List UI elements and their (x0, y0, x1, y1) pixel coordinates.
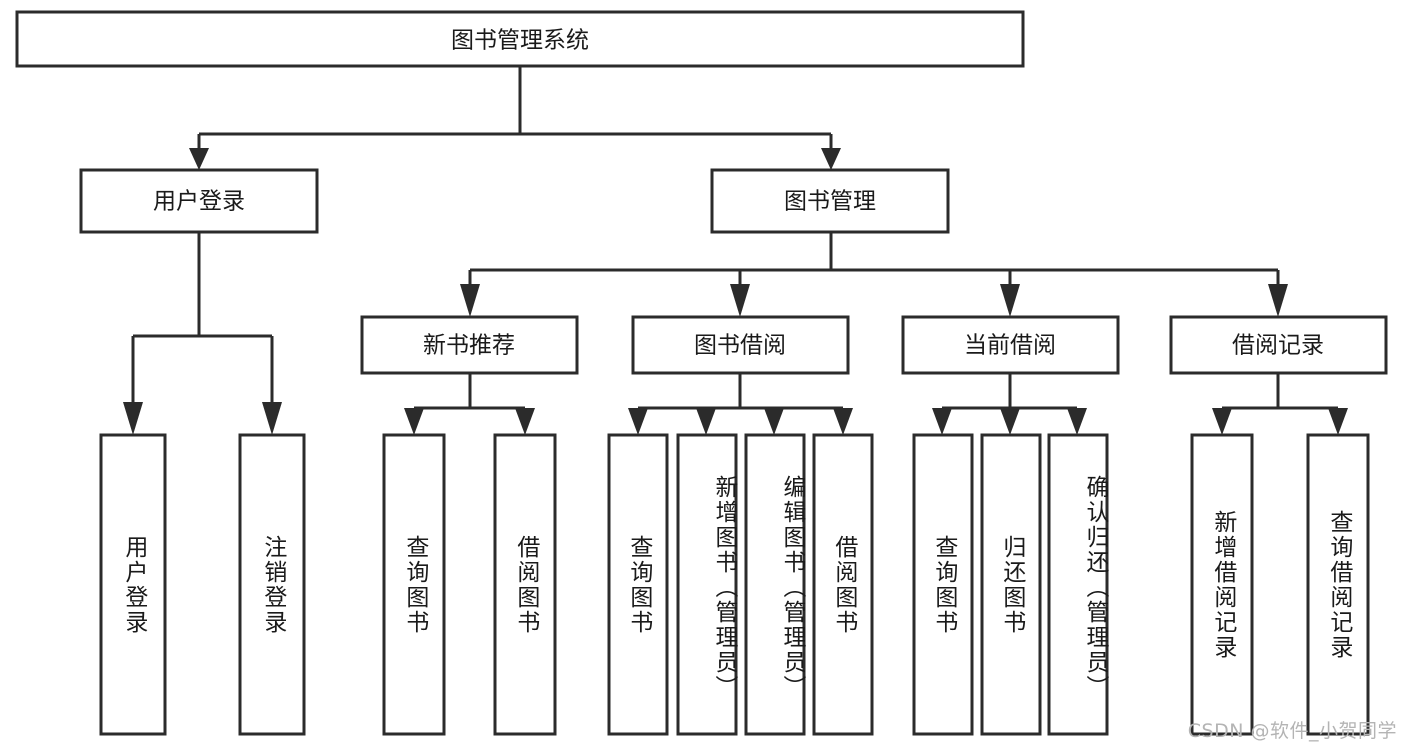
leaf-box-user-login[interactable] (99, 433, 167, 736)
arrowhead-book-borrow (730, 284, 750, 317)
arrowhead-user-login (189, 148, 209, 170)
arrowhead-currentborrow-leaf-2 (1067, 408, 1087, 435)
node-book-borrow-box[interactable] (631, 315, 850, 375)
arrowhead-book-manage (821, 148, 841, 170)
connector-borrow-record-to-leaves (1212, 373, 1348, 435)
node-user-login-label: 用户登录 (153, 189, 245, 215)
leaf-box-br-add-record[interactable] (1190, 433, 1254, 736)
node-book-manage-label: 图书管理 (784, 189, 876, 215)
arrowhead-current-borrow (1000, 284, 1020, 317)
node-book-borrow-label: 图书借阅 (694, 333, 786, 359)
node-current-borrow-box[interactable] (901, 315, 1120, 375)
connector-current-borrow-to-leaves (932, 373, 1087, 435)
arrowhead-new-book (460, 284, 480, 317)
connector-book-manage-to-level3 (460, 232, 1288, 317)
leaf-box-cb-query-book[interactable] (912, 433, 974, 736)
leaf-box-nb-borrow-book[interactable] (493, 433, 557, 736)
node-book-borrow[interactable]: 图书借阅 (631, 315, 850, 375)
arrowhead-borrowrecord-leaf-1 (1328, 408, 1348, 435)
arrowhead-currentborrow-leaf-0 (932, 408, 952, 435)
node-root-label: 图书管理系统 (451, 28, 589, 54)
leaf-box-bb-edit-book[interactable] (744, 433, 806, 736)
node-root[interactable]: 图书管理系统 (15, 10, 1025, 68)
node-new-book-recommend-label: 新书推荐 (423, 333, 515, 359)
arrowhead-leaf-user-login (123, 402, 143, 435)
arrowhead-newbook-leaf-1 (515, 408, 535, 435)
arrowhead-newbook-leaf-0 (404, 408, 424, 435)
arrowhead-bookborrow-leaf-3 (833, 408, 853, 435)
arrowhead-bookborrow-leaf-1 (696, 408, 716, 435)
node-book-manage[interactable]: 图书管理 (710, 168, 950, 234)
node-borrow-record[interactable]: 借阅记录 (1169, 315, 1388, 375)
node-borrow-record-box[interactable] (1169, 315, 1388, 375)
node-borrow-record-label: 借阅记录 (1232, 333, 1324, 359)
arrowhead-borrowrecord-leaf-0 (1212, 408, 1232, 435)
node-user-login-box[interactable] (79, 168, 319, 234)
leaf-box-nb-query-book[interactable] (382, 433, 446, 736)
node-user-login[interactable]: 用户登录 (79, 168, 319, 234)
csdn-watermark: CSDN @软件_小贺同学 (1187, 720, 1397, 742)
leaf-box-bb-add-book[interactable] (676, 433, 738, 736)
node-current-borrow-label: 当前借阅 (964, 333, 1056, 359)
connector-root-to-level2 (189, 66, 841, 170)
arrowhead-bookborrow-leaf-0 (628, 408, 648, 435)
arrowhead-currentborrow-leaf-1 (1000, 408, 1020, 435)
node-new-book-recommend-box[interactable] (360, 315, 579, 375)
leaf-box-bb-query-book[interactable] (607, 433, 669, 736)
leaf-box-br-query-record[interactable] (1306, 433, 1370, 736)
leaf-box-cb-confirm-return[interactable] (1047, 433, 1109, 736)
node-book-manage-box[interactable] (710, 168, 950, 234)
connector-new-book-to-leaves (404, 373, 535, 435)
node-root-box[interactable] (15, 10, 1025, 68)
arrowhead-leaf-logout (262, 402, 282, 435)
connector-book-borrow-to-leaves (628, 373, 853, 435)
node-new-book-recommend[interactable]: 新书推荐 (360, 315, 579, 375)
arrowhead-bookborrow-leaf-2 (764, 408, 784, 435)
leaf-box-logout[interactable] (238, 433, 306, 736)
leaf-box-bb-borrow-book[interactable] (812, 433, 874, 736)
connector-user-login-to-leaves (123, 232, 282, 435)
arrowhead-borrow-record (1268, 284, 1288, 317)
node-current-borrow[interactable]: 当前借阅 (901, 315, 1120, 375)
leaf-box-cb-return-book[interactable] (980, 433, 1042, 736)
